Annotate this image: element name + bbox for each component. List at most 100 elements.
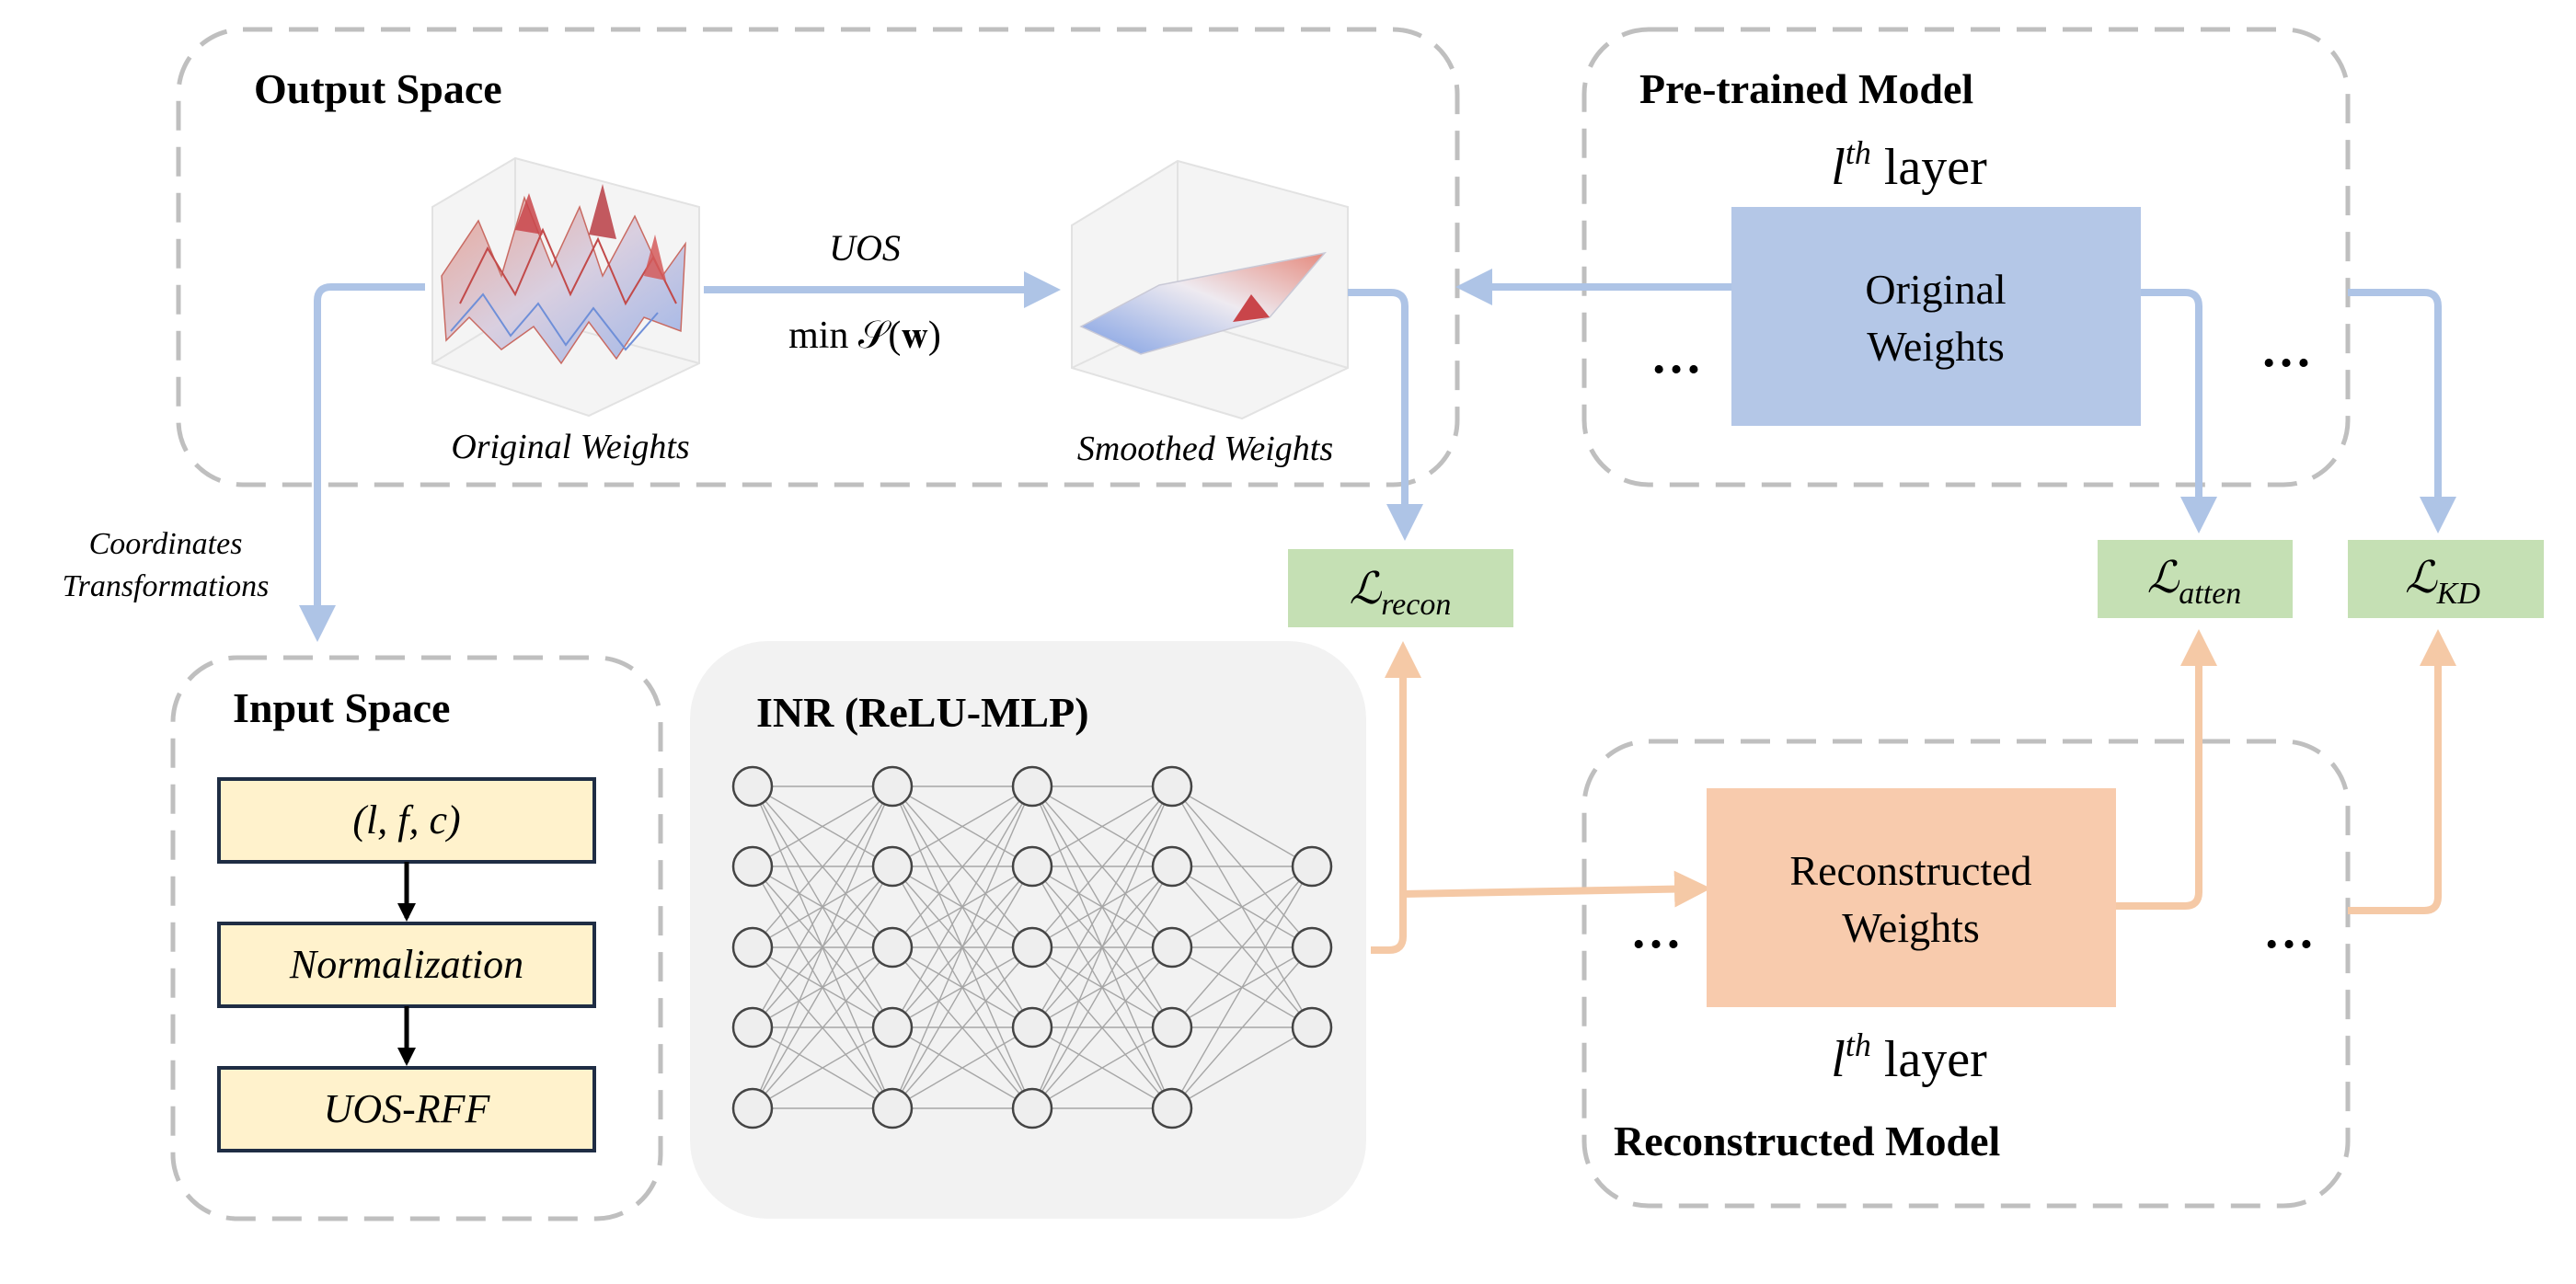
inr-neuron-layer-1 [731, 926, 774, 969]
inr-connection [891, 785, 1033, 948]
reconstructed-model-title: Reconstructed Model [1614, 1118, 2000, 1164]
inr-connection [1031, 785, 1173, 867]
inr-connection [891, 946, 1033, 1109]
inr-neuron-layer-4 [1151, 1006, 1193, 1049]
inr-neuron-layer-5 [1291, 926, 1333, 969]
inr-neuron-layer-1 [731, 1087, 774, 1129]
inr-connection [1171, 785, 1313, 867]
inr-network [731, 765, 1333, 1129]
inr-neuron-layer-4 [1151, 926, 1193, 969]
uos-rff-box [217, 1066, 596, 1152]
inr-connection [1171, 866, 1313, 1109]
inr-connection [1031, 785, 1173, 948]
inr-title: INR (ReLU-MLP) [756, 689, 1089, 736]
inr-neuron-layer-2 [871, 845, 914, 888]
inr-connection [752, 785, 893, 948]
smoothed-weights-caption: Smoothed Weights [1077, 430, 1333, 468]
inr-connection [891, 866, 1033, 1109]
inr-neuron-layer-2 [871, 1087, 914, 1129]
reconstructed-ellipsis-right: … [2263, 902, 2315, 959]
smoothed-to-recon-arrow [1348, 289, 1423, 541]
inr-connection [1171, 866, 1313, 948]
inr-neuron-layer-3 [1011, 1087, 1053, 1129]
coords-label-line1: Coordinates [89, 527, 243, 561]
inr-neuron-layer-5 [1291, 845, 1333, 888]
inr-neuron-layer-3 [1011, 926, 1053, 969]
original-weights-block-line2: Weights [1867, 323, 2005, 370]
coords-label-line2: Transformations [63, 569, 270, 603]
reconstructed-weights-line1: Reconstructed [1789, 847, 2031, 894]
inr-connection [752, 866, 893, 1109]
pretrained-ellipsis-left: … [1650, 327, 1702, 384]
inr-neuron-layer-5 [1291, 1006, 1333, 1049]
smoothness-objective-label: min 𝒮(𝐰) [788, 315, 941, 357]
inr-neuron-layer-2 [871, 1006, 914, 1049]
inr-connection [1031, 785, 1173, 1028]
pretrained-layer-label: lth layer [1831, 134, 1987, 196]
inr-neuron-layer-1 [731, 765, 774, 808]
original-weights-caption: Original Weights [451, 428, 689, 466]
inr-neuron-layer-3 [1011, 1006, 1053, 1049]
inr-connection [1031, 1026, 1173, 1109]
inr-connection [752, 1026, 893, 1109]
original-weights-block [1731, 207, 2141, 426]
inr-connection [1171, 866, 1313, 1028]
reconstructed-to-atten-arrow [2116, 629, 2217, 910]
pretrained-ellipsis-right: … [2260, 321, 2312, 378]
inr-connection [891, 785, 1033, 1028]
input-coords-box [217, 777, 596, 864]
reconstructed-weights-line2: Weights [1842, 904, 1980, 951]
uos-rff-label: UOS-RFF [324, 1086, 491, 1131]
inr-connection [1031, 866, 1173, 1109]
inr-connection [752, 785, 893, 1109]
atten-loss-label: ℒatten [2147, 554, 2242, 611]
inr-connection [891, 785, 1033, 867]
original-weights-plot [431, 156, 700, 418]
pretrained-model-title: Pre-trained Model [1639, 65, 1973, 112]
kd-loss-box [2348, 540, 2544, 618]
inr-neuron-layer-4 [1151, 845, 1193, 888]
inr-connection [752, 785, 893, 867]
inr-to-reconstructed-arrow [1402, 870, 1711, 908]
uos-label: UOS [829, 227, 901, 269]
inr-output-arrow [1371, 641, 1421, 954]
inr-neuron-layer-2 [871, 765, 914, 808]
recon-loss-box [1288, 549, 1513, 627]
inr-neuron-layer-2 [871, 926, 914, 969]
inr-neuron-layer-4 [1151, 765, 1193, 808]
inr-connection [891, 785, 1033, 1109]
inr-connection [752, 946, 893, 1109]
pretrained-model-region [1581, 27, 2351, 487]
input-space-region [170, 655, 663, 1221]
inr-neuron-layer-1 [731, 1006, 774, 1049]
original-weights-block-line1: Original [1865, 266, 2006, 313]
pretrained-to-kd-arrow [2348, 289, 2456, 533]
inr-connection [1031, 785, 1173, 1109]
input-space-title: Input Space [233, 684, 450, 731]
inr-connection [891, 1026, 1033, 1109]
output-space-region [176, 27, 1460, 487]
smoothed-weights-plot [1071, 159, 1349, 420]
normalization-label: Normalization [289, 942, 523, 987]
inr-neuron-layer-1 [731, 845, 774, 888]
inr-neuron-layer-3 [1011, 765, 1053, 808]
input-coords-label: (l, f, c) [352, 797, 460, 843]
recon-loss-label: ℒrecon [1350, 565, 1452, 622]
coords-transform-arrow [299, 283, 425, 642]
reconstructed-to-kd-arrow [2348, 629, 2456, 914]
inr-connection [1171, 1026, 1313, 1109]
reconstructed-model-region [1581, 739, 2351, 1209]
normalization-box [217, 922, 596, 1008]
original-to-atten-arrow [2141, 289, 2217, 533]
inr-connection [1171, 946, 1313, 1109]
inr-neuron-layer-3 [1011, 845, 1053, 888]
inr-connection [752, 785, 893, 1028]
output-space-title: Output Space [254, 65, 502, 112]
reconstructed-weights-block [1707, 788, 2116, 1007]
kd-loss-label: ℒKD [2405, 554, 2480, 611]
reconstructed-layer-label: lth layer [1831, 1026, 1987, 1088]
inr-connection [1031, 946, 1173, 1109]
atten-loss-box [2098, 540, 2293, 618]
